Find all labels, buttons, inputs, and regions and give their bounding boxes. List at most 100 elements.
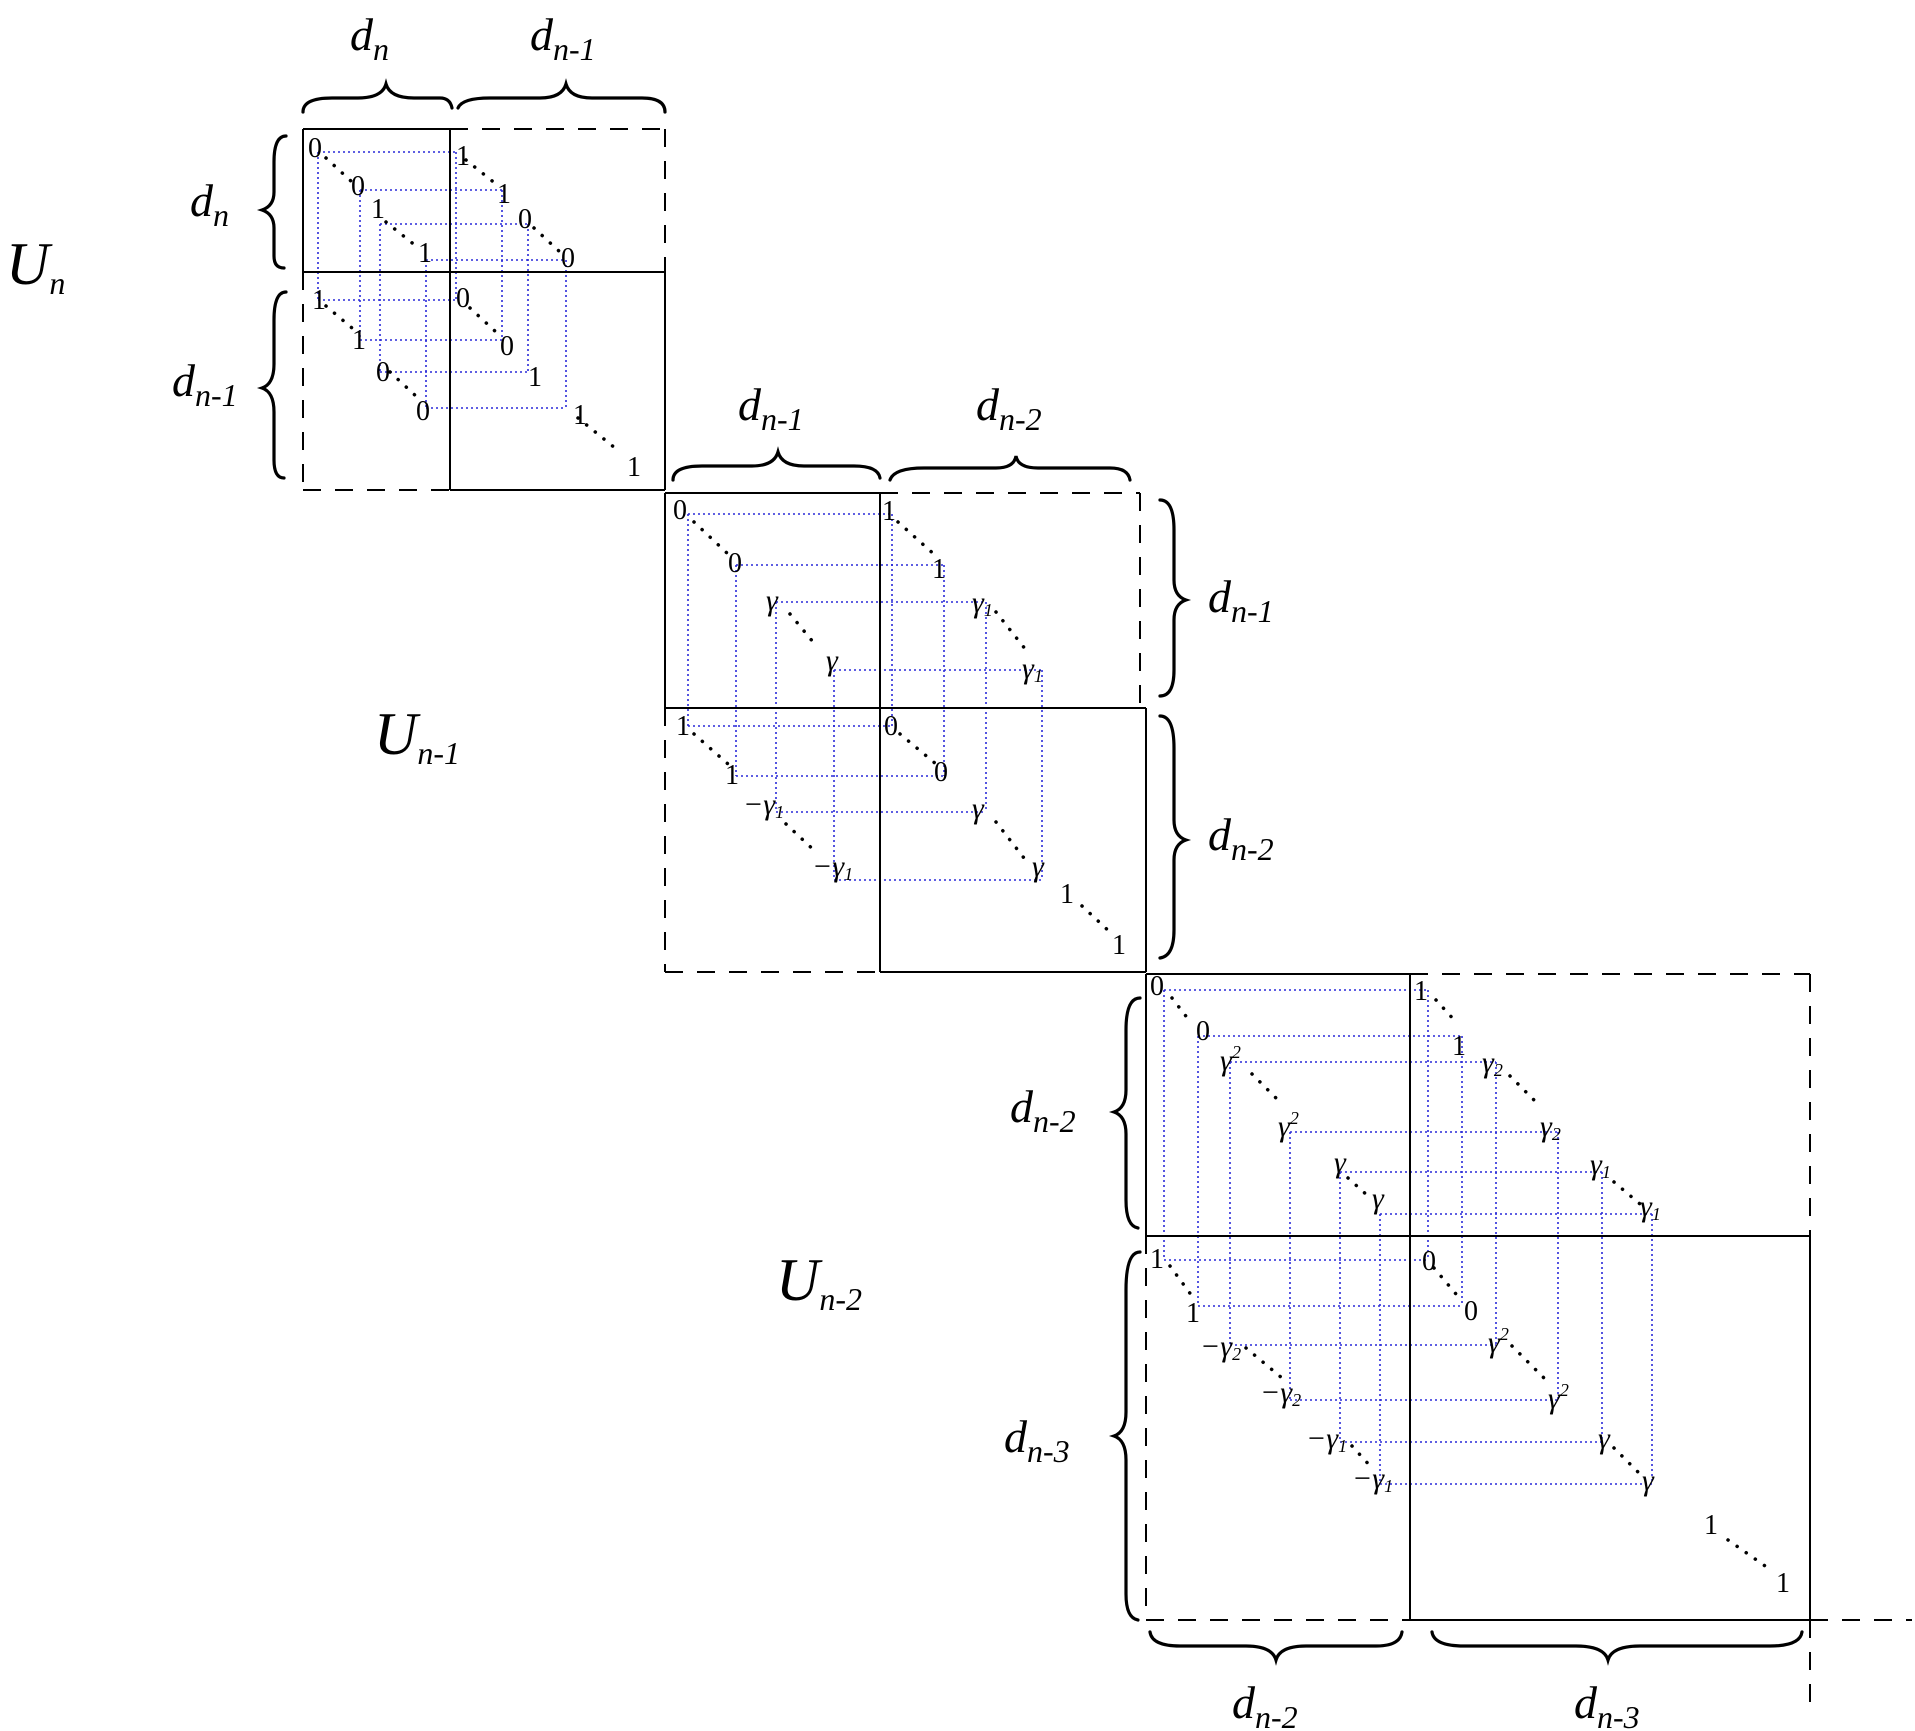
un-diag-dots — [468, 306, 498, 334]
label-right-dn2: dn-2 — [1208, 809, 1274, 867]
un-entry: 0 — [376, 357, 390, 388]
un2-diag-dots — [1250, 1072, 1284, 1106]
un-diag-dots — [388, 370, 420, 400]
un2-entry: γ2 — [1278, 1108, 1299, 1143]
block-un1: 0 0 γ γ 1 1 γ1 γ1 1 1 −γ1 −γ1 0 0 γ γ 1 … — [664, 492, 1147, 973]
un-entry: 1 — [312, 285, 326, 316]
label-left-dn1: dn-1 — [172, 355, 238, 413]
un2-entry: 1 — [1776, 1568, 1790, 1599]
un-entry: 1 — [497, 179, 511, 210]
block-un: 0 0 1 1 1 1 0 0 1 1 0 0 0 0 1 1 1 — [302, 128, 666, 491]
un2-entry: γ2 — [1488, 1324, 1509, 1359]
label-un1: Un-1 — [374, 701, 460, 771]
un1-entry: 0 — [728, 548, 742, 579]
un1-diag-dots — [896, 520, 938, 558]
un2-entry: −γ1 — [1306, 1422, 1347, 1456]
un2-entry: γ2 — [1540, 1110, 1561, 1144]
un2-diag-dots — [1168, 1264, 1194, 1298]
un1-entry: −γ1 — [743, 788, 784, 822]
brace-left-dn — [256, 134, 288, 270]
un2-entry: 0 — [1196, 1016, 1210, 1047]
un-connectors — [317, 151, 567, 409]
un1-entry: γ1 — [972, 586, 993, 620]
un2-entry: −γ1 — [1352, 1462, 1393, 1496]
un1-entry: γ — [766, 584, 779, 617]
un1-diag-dots — [1080, 904, 1114, 936]
un2-diag-dots — [1726, 1538, 1770, 1570]
un1-entry: 1 — [676, 711, 690, 742]
un2-entry: −γ2 — [1260, 1376, 1301, 1410]
un-diag-dots — [532, 226, 562, 254]
un2-entry: γ1 — [1640, 1190, 1661, 1224]
label-left-dn2: dn-2 — [1010, 1081, 1076, 1139]
un2-entry: 1 — [1186, 1298, 1200, 1329]
brace-top-dn2-b — [888, 455, 1132, 482]
un1-diag-dots — [784, 822, 820, 856]
un1-entry: 0 — [884, 711, 898, 742]
un1-diag-dots — [898, 732, 938, 766]
brace-right-dn1 — [1158, 498, 1192, 698]
un2-entry: 0 — [1422, 1246, 1436, 1277]
un2-entry: 0 — [1150, 971, 1164, 1002]
un-entry: 1 — [352, 325, 366, 356]
un-entry: 1 — [456, 141, 470, 172]
un1-diag-dots — [788, 612, 820, 650]
block-un2: 0 0 γ2 γ2 γ γ 1 1 γ2 γ2 γ1 γ1 1 1 −γ2 −γ… — [1145, 971, 1912, 1716]
un1-entry: γ1 — [1022, 652, 1043, 686]
un-entry: 1 — [627, 452, 641, 483]
un1-entry: 1 — [1112, 930, 1126, 961]
brace-right-dn2 — [1158, 714, 1192, 960]
un-entry: 1 — [371, 194, 385, 225]
un-entry: 1 — [528, 362, 542, 393]
brace-left-dn1 — [256, 290, 288, 480]
un-entry: 0 — [351, 171, 365, 202]
un2-diag-dots — [1508, 1074, 1542, 1108]
un2-diag-dots — [1170, 996, 1194, 1026]
brace-top-dn1 — [456, 78, 667, 114]
un-entry: 0 — [456, 283, 470, 314]
un1-diag-dots — [692, 520, 730, 556]
un1-entry: 1 — [725, 760, 739, 791]
un1-entry: γ — [972, 792, 985, 825]
brace-left-dn2 — [1108, 996, 1142, 1230]
un1-entry: γ — [826, 644, 839, 677]
label-top-dn1: dn-1 — [530, 9, 596, 67]
un-entry: 0 — [500, 331, 514, 362]
un1-entry: γ — [1032, 850, 1045, 883]
un1-entry: 0 — [673, 495, 687, 526]
un2-entry: γ — [1372, 1182, 1385, 1215]
un2-entry: 1 — [1150, 1244, 1164, 1275]
un-entry: 0 — [518, 204, 532, 235]
un2-entry: 0 — [1464, 1296, 1478, 1327]
un1-entry: −γ1 — [812, 850, 853, 884]
brace-left-dn3 — [1108, 1250, 1142, 1622]
un2-entry: 1 — [1414, 976, 1428, 1007]
un2-connectors — [1163, 989, 1653, 1485]
un1-diag-dots — [994, 610, 1028, 652]
label-un: Un — [6, 231, 65, 301]
un1-entry: 0 — [934, 757, 948, 788]
un2-diag-dots — [1432, 1266, 1458, 1296]
un-diag-dots — [384, 220, 418, 248]
un1-entry: 1 — [932, 554, 946, 585]
un2-entry: γ2 — [1548, 1380, 1569, 1415]
un2-diag-dots — [1612, 1180, 1642, 1206]
labels: Un Un-1 Un-2 dn dn-1 dn dn-1 dn-1 dn-2 d… — [6, 9, 1640, 1731]
un2-entry: γ2 — [1220, 1042, 1241, 1077]
brace-bottom-dn3 — [1430, 1630, 1804, 1666]
un-entry: 0 — [308, 133, 322, 164]
un2-entry: 1 — [1704, 1510, 1718, 1541]
label-top-dn1-b: dn-1 — [738, 379, 804, 437]
brace-bottom-dn2 — [1148, 1630, 1404, 1666]
label-left-dn3: dn-3 — [1004, 1411, 1070, 1469]
un-diag-dots — [324, 156, 354, 184]
label-bottom-dn3: dn-3 — [1574, 1677, 1640, 1731]
braces — [256, 78, 1804, 1666]
label-right-dn1: dn-1 — [1208, 571, 1274, 629]
label-left-dn: dn — [190, 175, 229, 233]
un2-entry: γ — [1598, 1422, 1611, 1455]
un2-entry: γ — [1334, 1146, 1347, 1179]
brace-top-dn — [301, 78, 454, 114]
un1-entry: 1 — [882, 496, 896, 527]
